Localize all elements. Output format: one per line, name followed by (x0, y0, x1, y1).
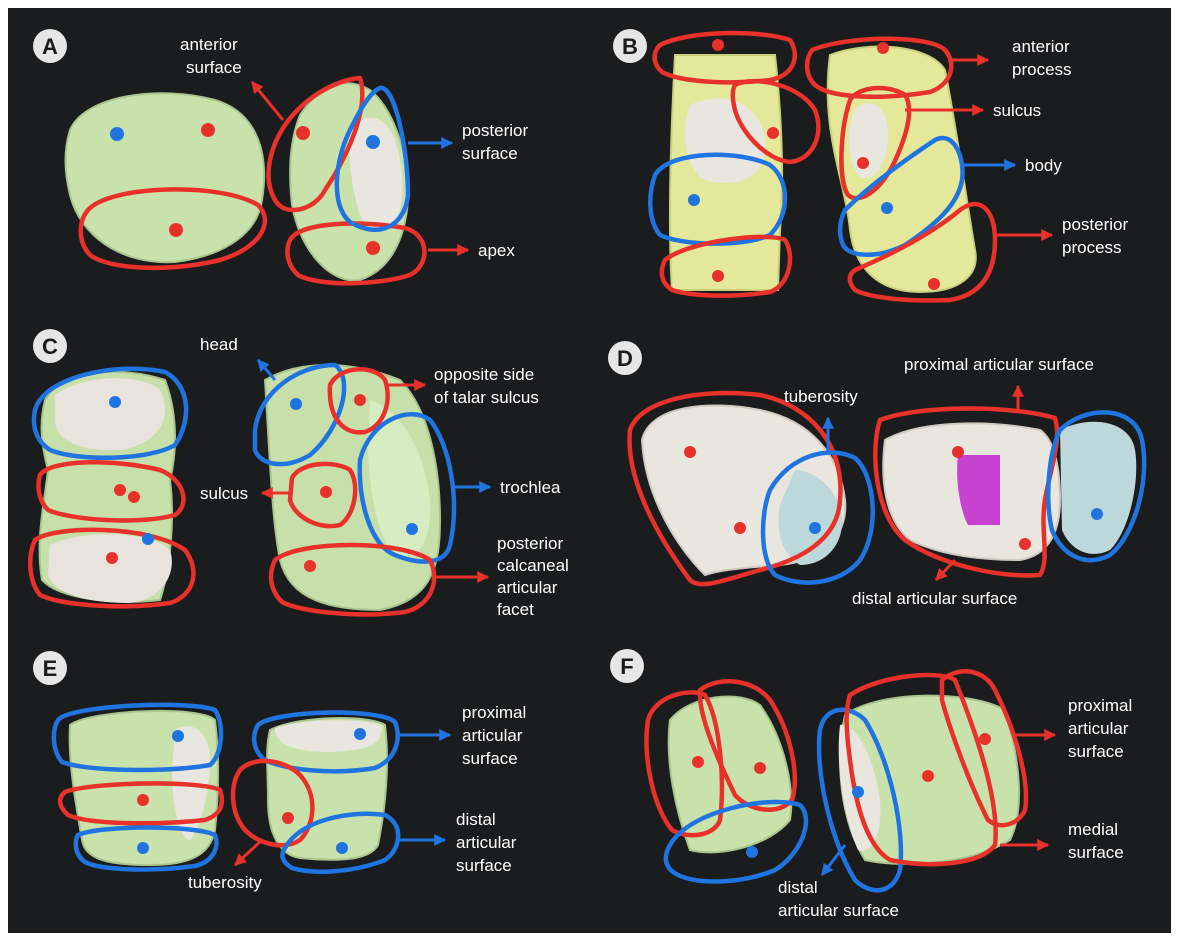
label-f-distal-2: articular surface (778, 901, 899, 920)
label-f-distal-1: distal (778, 878, 818, 897)
dot-c-1 (109, 396, 121, 408)
label-f-proximal-2: articular (1068, 719, 1129, 738)
label-a-anterior-2: surface (186, 58, 242, 77)
label-e-proximal-1: proximal (462, 703, 526, 722)
badge-e-text: E (43, 656, 58, 681)
dot-c-6 (290, 398, 302, 410)
dot-b-2 (767, 127, 779, 139)
label-c-opposite-2: of talar sulcus (434, 388, 539, 407)
label-c-opposite-1: opposite side (434, 365, 534, 384)
dot-a-blue-1 (110, 127, 124, 141)
dot-e-1 (172, 730, 184, 742)
dot-c-7 (354, 394, 366, 406)
dot-c-3 (128, 491, 140, 503)
label-b-body: body (1025, 156, 1062, 175)
bone-c-left-facet (48, 534, 172, 603)
label-c-facet-3: articular (497, 578, 558, 597)
label-f-medial-1: medial (1068, 820, 1118, 839)
label-b-posterior-2: process (1062, 238, 1122, 257)
label-b-anterior-2: process (1012, 60, 1072, 79)
label-b-anterior-1: anterior (1012, 37, 1070, 56)
dot-f-1 (692, 756, 704, 768)
dot-a-red-1 (201, 123, 215, 137)
label-a-posterior-1: posterior (462, 121, 528, 140)
label-a-anterior-1: anterior (180, 35, 238, 54)
label-c-sulcus: sulcus (200, 484, 248, 503)
dot-a-red-2 (169, 223, 183, 237)
dot-b-7 (881, 202, 893, 214)
bone-a-left (66, 93, 265, 262)
dot-d-4 (952, 446, 964, 458)
dot-f-5 (922, 770, 934, 782)
label-a-posterior-2: surface (462, 144, 518, 163)
dot-c-2 (114, 484, 126, 496)
dot-b-3 (688, 194, 700, 206)
dot-f-4 (852, 786, 864, 798)
label-a-apex: apex (478, 241, 515, 260)
dot-a-red-4 (366, 241, 380, 255)
dot-e-6 (336, 842, 348, 854)
label-e-proximal-2: articular (462, 726, 523, 745)
dot-f-6 (979, 733, 991, 745)
dot-d-1 (684, 446, 696, 458)
dot-d-6 (1091, 508, 1103, 520)
badge-c-text: C (42, 334, 58, 359)
dot-f-2 (754, 762, 766, 774)
dot-e-3 (137, 842, 149, 854)
label-e-distal-2: articular (456, 833, 517, 852)
dot-c-5 (106, 552, 118, 564)
dot-e-5 (282, 812, 294, 824)
label-f-medial-2: surface (1068, 843, 1124, 862)
label-e-distal-3: surface (456, 856, 512, 875)
bone-c-left-head (55, 378, 165, 450)
label-c-facet-1: posterior (497, 534, 563, 553)
dot-c-9 (406, 523, 418, 535)
label-e-distal-1: distal (456, 810, 496, 829)
label-b-sulcus: sulcus (993, 101, 1041, 120)
dot-e-2 (137, 794, 149, 806)
dot-d-3 (809, 522, 821, 534)
dot-b-5 (877, 42, 889, 54)
dot-b-6 (857, 157, 869, 169)
label-d-proximal: proximal articular surface (904, 355, 1094, 374)
dot-a-red-3 (296, 126, 310, 140)
dot-d-5 (1019, 538, 1031, 550)
label-b-posterior-1: posterior (1062, 215, 1128, 234)
label-f-proximal-3: surface (1068, 742, 1124, 761)
label-c-facet-4: facet (497, 600, 534, 619)
dot-d-2 (734, 522, 746, 534)
dot-c-8 (320, 486, 332, 498)
dot-b-1 (712, 39, 724, 51)
label-f-proximal-1: proximal (1068, 696, 1132, 715)
badge-b-text: B (622, 34, 638, 59)
dot-c-10 (304, 560, 316, 572)
dot-a-blue-2 (366, 135, 380, 149)
badge-d-text: D (617, 346, 633, 371)
badge-f-text: F (620, 654, 633, 679)
label-d-tuberosity: tuberosity (784, 387, 858, 406)
dot-f-3 (746, 846, 758, 858)
label-c-trochlea: trochlea (500, 478, 561, 497)
label-c-facet-2: calcaneal (497, 556, 569, 575)
label-e-tuberosity: tuberosity (188, 873, 262, 892)
dot-e-4 (354, 728, 366, 740)
label-c-head: head (200, 335, 238, 354)
dot-b-8 (928, 278, 940, 290)
label-e-proximal-3: surface (462, 749, 518, 768)
label-d-distal: distal articular surface (852, 589, 1017, 608)
dot-c-4 (142, 533, 154, 545)
badge-a-text: A (42, 34, 58, 59)
dot-b-4 (712, 270, 724, 282)
